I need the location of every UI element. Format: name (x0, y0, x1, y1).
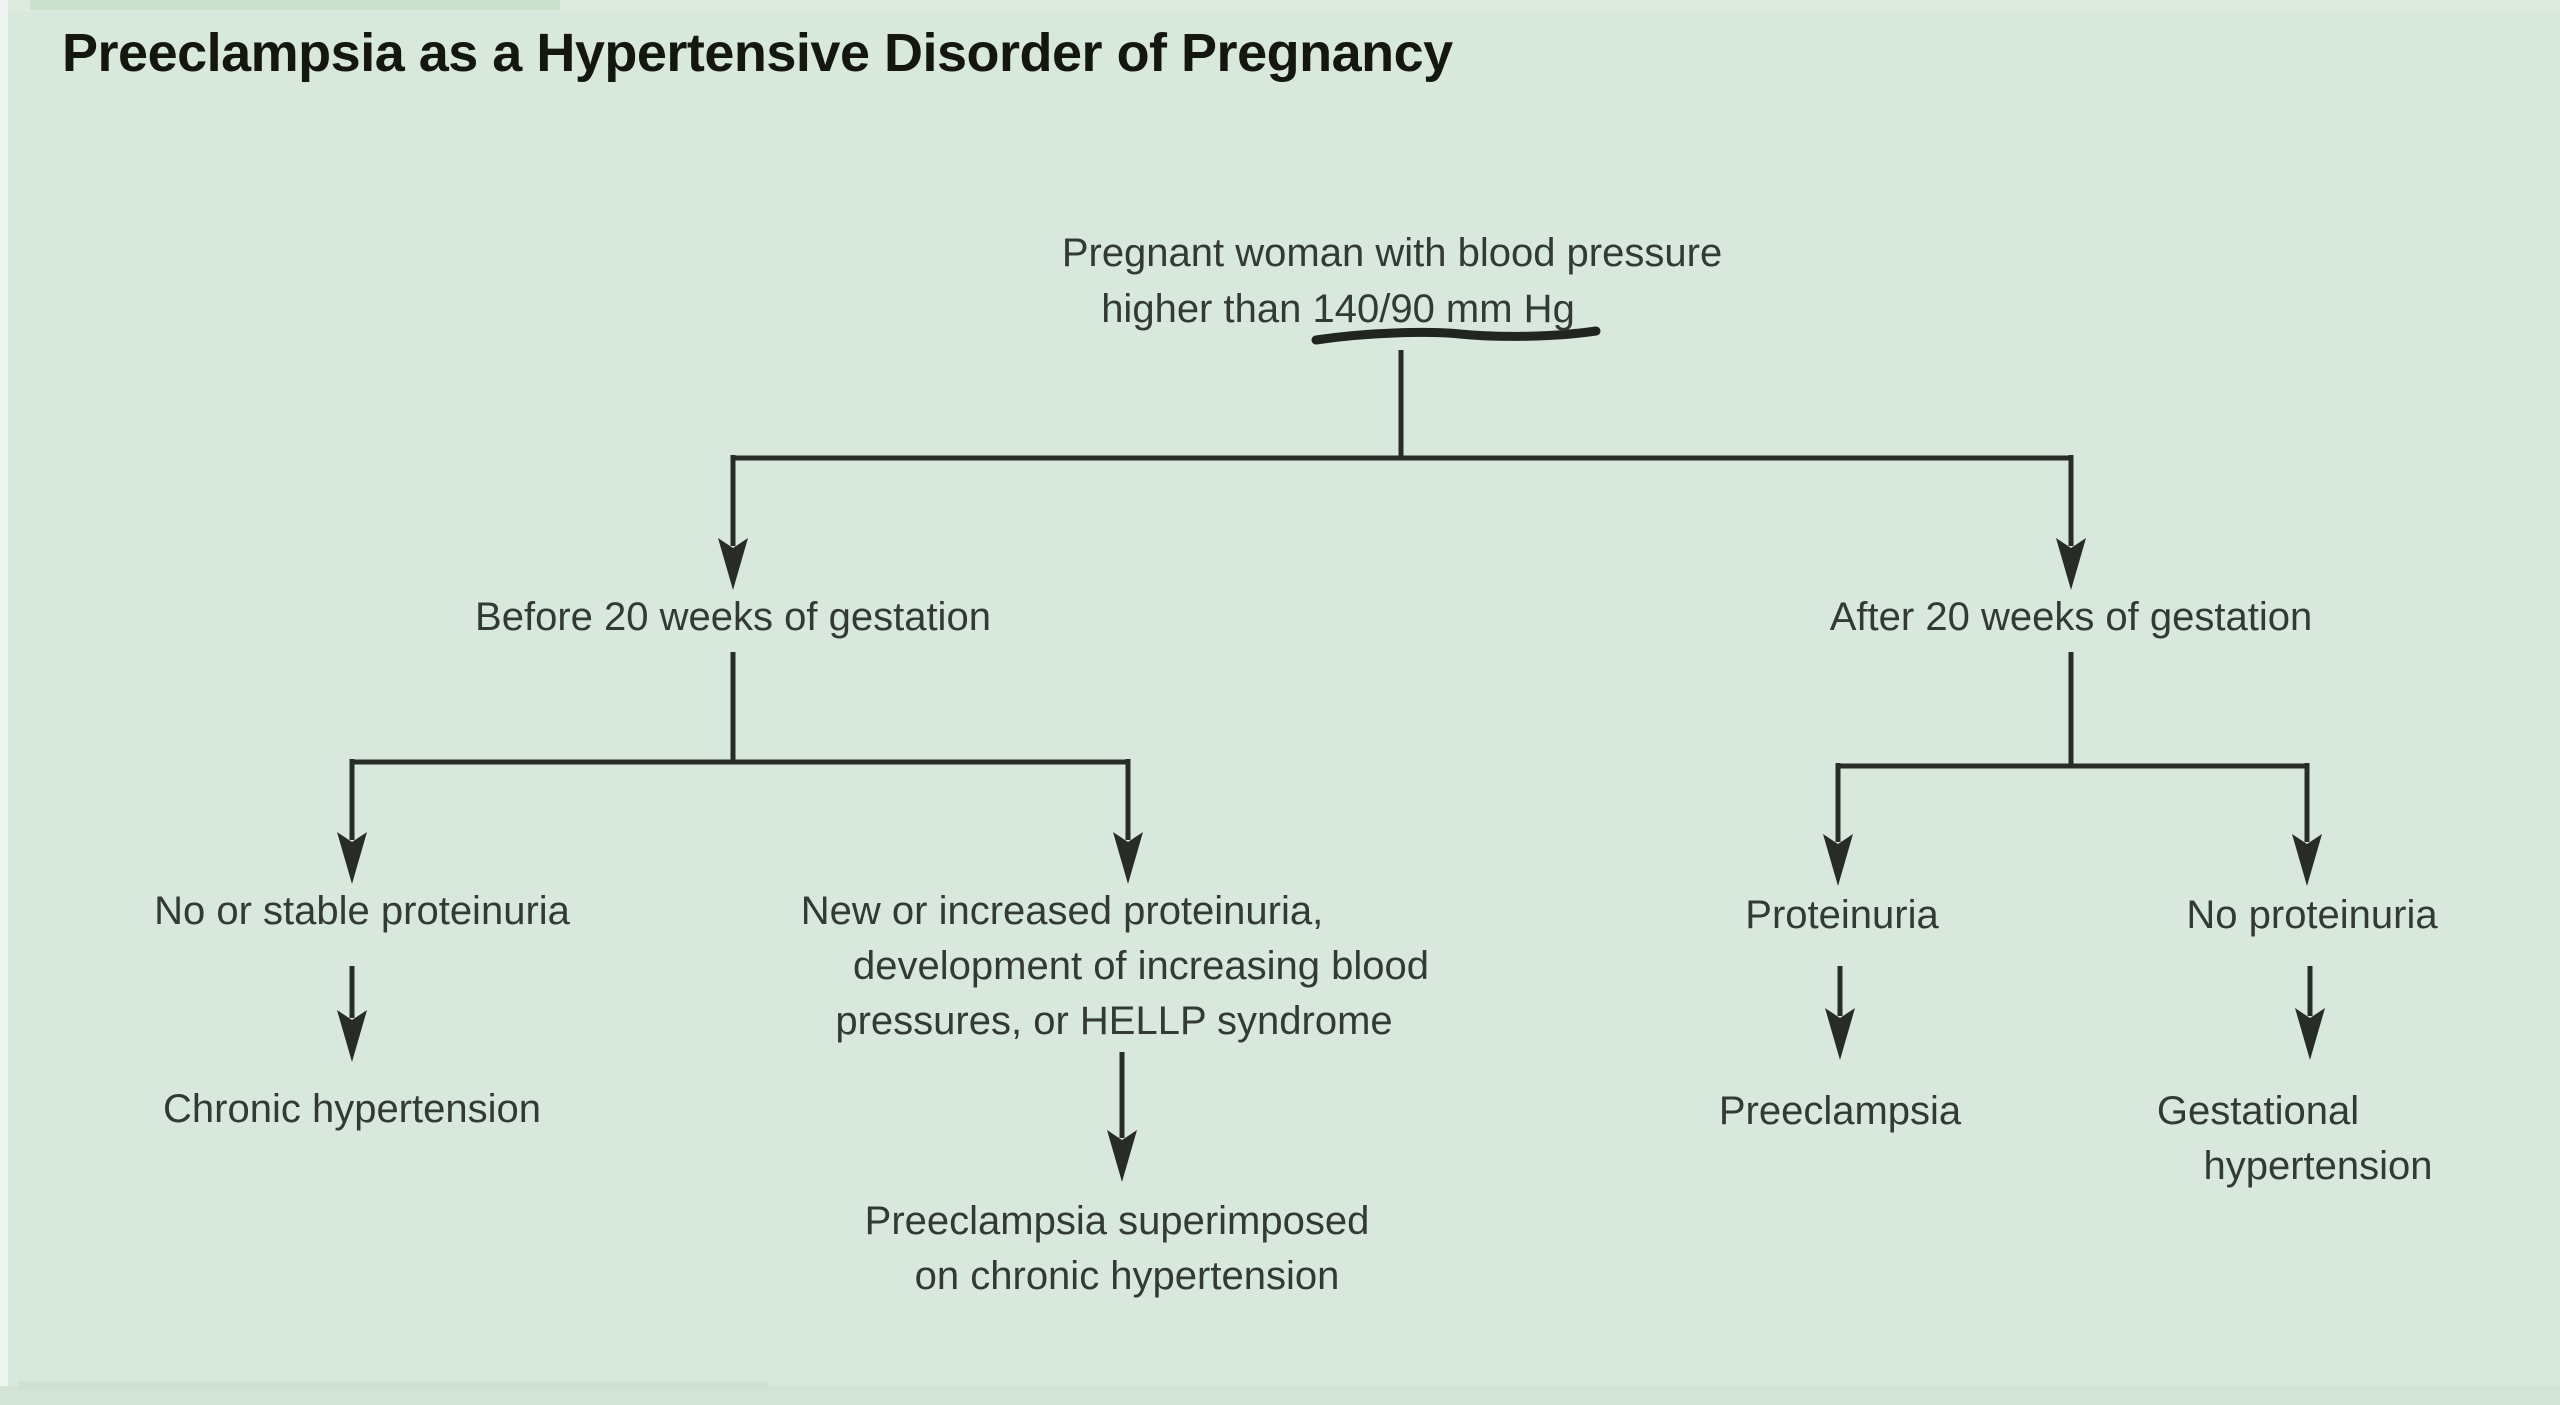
outcome-gestational-line1: Gestational (2156, 1089, 2360, 1133)
outcome-gestational-line2: hypertension (2203, 1144, 2433, 1188)
branch-after-20-weeks: After 20 weeks of gestation (1829, 595, 2313, 639)
node-new-proteinuria-line1: New or increased proteinuria, (800, 889, 1324, 933)
outcome-superimposed-line1: Preeclampsia superimposed (864, 1199, 1370, 1243)
bottom-left-band (18, 1381, 768, 1390)
outcome-superimposed-line2: on chronic hypertension (914, 1254, 1340, 1298)
bottom-band (0, 1386, 2560, 1405)
arrow-down-icon (1107, 1130, 1137, 1182)
root-node-line1: Pregnant woman with blood pressure (1061, 231, 1723, 275)
connector-left-split (337, 652, 1143, 884)
node-new-proteinuria-line3: pressures, or HELLP syndrome (835, 999, 1393, 1043)
page-title: Preeclampsia as a Hypertensive Disorder … (62, 23, 1453, 83)
node-no-proteinuria: No proteinuria (2186, 893, 2438, 937)
arrow-down-icon (337, 832, 367, 884)
arrow-down-icon (1113, 832, 1143, 884)
connector-left-outcomes (337, 966, 1137, 1182)
branch-before-20-weeks: Before 20 weeks of gestation (475, 595, 991, 639)
arrow-down-icon (1823, 834, 1853, 886)
connector-right-split (1823, 652, 2322, 886)
arrow-down-icon (2292, 834, 2322, 886)
connector-right-outcomes (1825, 966, 2325, 1060)
root-node-line2-emphasis: 140/90 mm Hg (1312, 287, 1575, 331)
top-left-band (30, 0, 560, 10)
outcome-chronic-hypertension: Chronic hypertension (163, 1087, 541, 1131)
connector-root-split (718, 350, 2086, 590)
node-no-or-stable-proteinuria: No or stable proteinuria (154, 889, 570, 933)
hand-underline (1311, 326, 1601, 345)
top-band (0, 0, 2560, 12)
node-new-proteinuria-line2: development of increasing blood (853, 944, 1429, 988)
arrow-down-icon (337, 1010, 367, 1062)
arrow-down-icon (2056, 538, 2086, 590)
root-node-line2-prefix: higher than (1101, 287, 1313, 331)
left-edge-band (0, 0, 8, 1405)
arrow-down-icon (2295, 1008, 2325, 1060)
outcome-preeclampsia: Preeclampsia (1718, 1089, 1962, 1133)
arrow-down-icon (718, 538, 748, 590)
root-node-line2: higher than 140/90 mm Hg (1101, 284, 1575, 334)
node-proteinuria: Proteinuria (1745, 893, 1939, 937)
arrow-down-icon (1825, 1008, 1855, 1060)
